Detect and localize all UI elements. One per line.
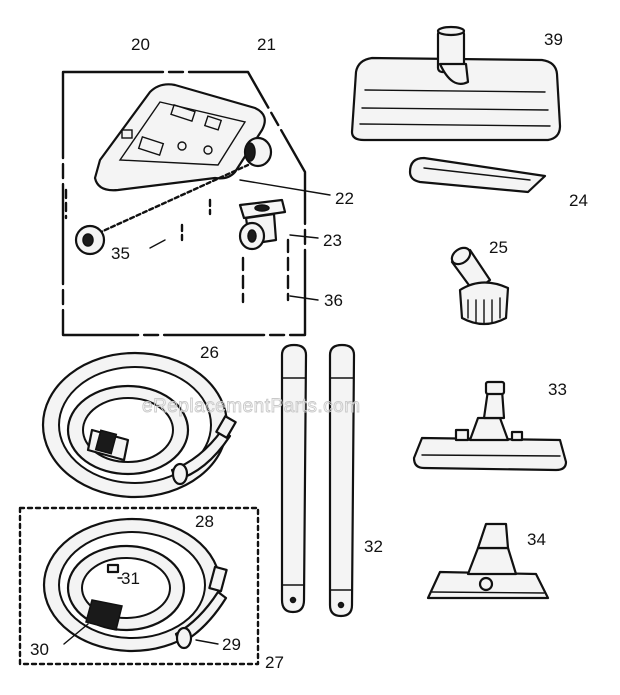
leader-29 (195, 639, 219, 645)
base-plate-part-20 (93, 83, 266, 192)
hose-part-28 (42, 517, 228, 653)
callout-31: 31 (121, 569, 140, 588)
upholstery-tool-part-34 (426, 522, 550, 600)
callout-32: 32 (364, 537, 383, 556)
axle-part-22 (90, 163, 331, 238)
callout-30: 30 (30, 640, 49, 659)
callout-26: 26 (200, 343, 219, 362)
callout-24: 24 (569, 191, 588, 210)
callout-29: 29 (222, 635, 241, 654)
callout-25: 25 (489, 238, 508, 257)
crevice-tool-part-24 (408, 156, 547, 194)
callout-21: 21 (257, 35, 276, 54)
leader-36 (289, 295, 319, 301)
leader-30 (63, 623, 89, 645)
callout-20: 20 (131, 35, 150, 54)
callout-39: 39 (544, 30, 563, 49)
hose-part-26 (41, 351, 237, 499)
dusting-brush-part-25 (450, 246, 510, 326)
base-assembly-frame (61, 70, 307, 337)
hose-assembly-frame-27 (18, 506, 260, 666)
floor-nozzle-part-39 (350, 25, 562, 142)
wheel-part-35 (64, 188, 184, 256)
callout-27: 27 (265, 653, 284, 672)
caster-part-23 (208, 198, 319, 304)
watermark: eReplacementParts.com (142, 396, 361, 417)
callout-23: 23 (323, 231, 342, 250)
callout-36: 36 (324, 291, 343, 310)
callout-22: 22 (335, 189, 354, 208)
floor-tool-part-33 (412, 380, 568, 472)
callout-34: 34 (527, 530, 546, 549)
clip-part-31 (106, 563, 123, 579)
callout-28: 28 (195, 512, 214, 531)
callout-35: 35 (111, 244, 130, 263)
wand-part-32 (280, 343, 356, 618)
callout-33: 33 (548, 380, 567, 399)
wheel-part-21 (243, 136, 273, 168)
